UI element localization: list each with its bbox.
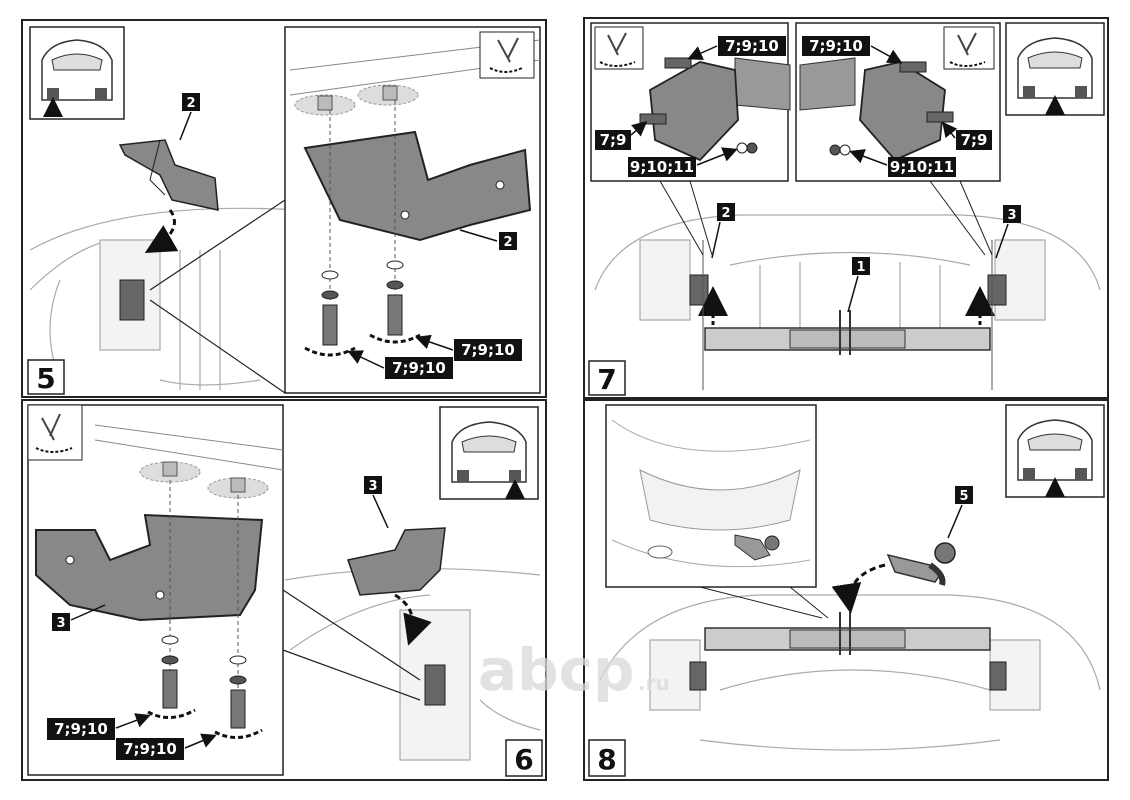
panel-step-6: 3 7;9;10 7;9;10 3 — [21, 399, 547, 781]
svg-text:7: 7 — [597, 363, 616, 396]
detail-inset: 2 7;9;10 7;9;10 — [149, 26, 541, 394]
part-label: 3 — [1003, 205, 1021, 223]
panel-step-5: 2 — [21, 19, 547, 398]
car-rear-thumbnail — [29, 26, 125, 120]
svg-text:7;9;10: 7;9;10 — [54, 720, 108, 738]
step-number: 5 — [27, 359, 65, 395]
svg-text:7;9;10: 7;9;10 — [461, 341, 515, 359]
fastener-callout: 7;9;10 — [116, 738, 184, 760]
wrench-icon — [479, 31, 535, 79]
svg-text:abcp: abcp — [478, 636, 635, 704]
svg-text:7;9;10: 7;9;10 — [123, 740, 177, 758]
svg-text:3: 3 — [368, 479, 377, 494]
panel-step-8: 5 8 — [583, 399, 1109, 781]
svg-text:7;9;10: 7;9;10 — [809, 37, 863, 55]
watermark: abcp .ru — [478, 636, 670, 704]
svg-text:3: 3 — [1007, 208, 1016, 223]
fastener-callout: 9;10;11 — [628, 157, 696, 177]
svg-text:7;9;10: 7;9;10 — [392, 359, 446, 377]
panel-step-7: 7;9;10 7;9 9;10;11 — [583, 17, 1109, 399]
fastener-callout: 7;9;10 — [802, 36, 870, 56]
detail-inset — [605, 404, 829, 619]
wrench-icon — [594, 26, 644, 70]
fastener-callout: 7;9;10 — [454, 339, 522, 361]
part-label: 2 — [717, 203, 735, 221]
svg-text:7;9: 7;9 — [600, 131, 627, 149]
step-number: 7 — [588, 360, 626, 396]
svg-text:9;10;11: 9;10;11 — [890, 158, 954, 176]
detail-inset-left: 7;9;10 7;9 9;10;11 — [590, 22, 791, 256]
part-label: 5 — [955, 486, 973, 504]
wrench-icon — [27, 404, 83, 461]
part-label: 2 — [499, 232, 517, 250]
part-label: 2 — [182, 93, 200, 111]
svg-text:5: 5 — [959, 489, 968, 504]
svg-text:2: 2 — [186, 96, 195, 111]
car-rear-thumbnail — [439, 406, 539, 500]
car-rear-thumbnail — [1005, 22, 1105, 116]
svg-text:2: 2 — [721, 206, 730, 221]
part-label: 3 — [364, 476, 382, 494]
svg-text:9;10;11: 9;10;11 — [630, 158, 694, 176]
fastener-callout: 7;9 — [595, 130, 631, 150]
svg-text:.ru: .ru — [638, 671, 670, 695]
fastener-callout: 7;9;10 — [385, 357, 453, 379]
fastener-callout: 7;9;10 — [718, 36, 786, 56]
part-label: 3 — [52, 613, 70, 631]
fastener-callout: 7;9 — [956, 130, 992, 150]
svg-text:5: 5 — [36, 362, 55, 395]
fastener-callout: 9;10;11 — [888, 157, 956, 177]
step-number: 6 — [505, 739, 543, 777]
svg-text:7;9;10: 7;9;10 — [725, 37, 779, 55]
svg-text:3: 3 — [56, 616, 65, 631]
svg-text:7;9: 7;9 — [961, 131, 988, 149]
svg-text:8: 8 — [597, 743, 616, 776]
detail-inset: 3 7;9;10 7;9;10 — [27, 404, 421, 776]
step-number: 8 — [588, 739, 626, 777]
detail-inset-right: 7;9;10 7;9 9;10;11 — [795, 22, 1001, 256]
svg-text:6: 6 — [514, 743, 533, 776]
svg-text:2: 2 — [503, 235, 512, 250]
svg-text:1: 1 — [856, 260, 865, 275]
car-rear-thumbnail — [1005, 404, 1105, 498]
part-label: 1 — [852, 257, 870, 275]
wrench-icon — [943, 26, 995, 70]
fastener-callout: 7;9;10 — [47, 718, 115, 740]
